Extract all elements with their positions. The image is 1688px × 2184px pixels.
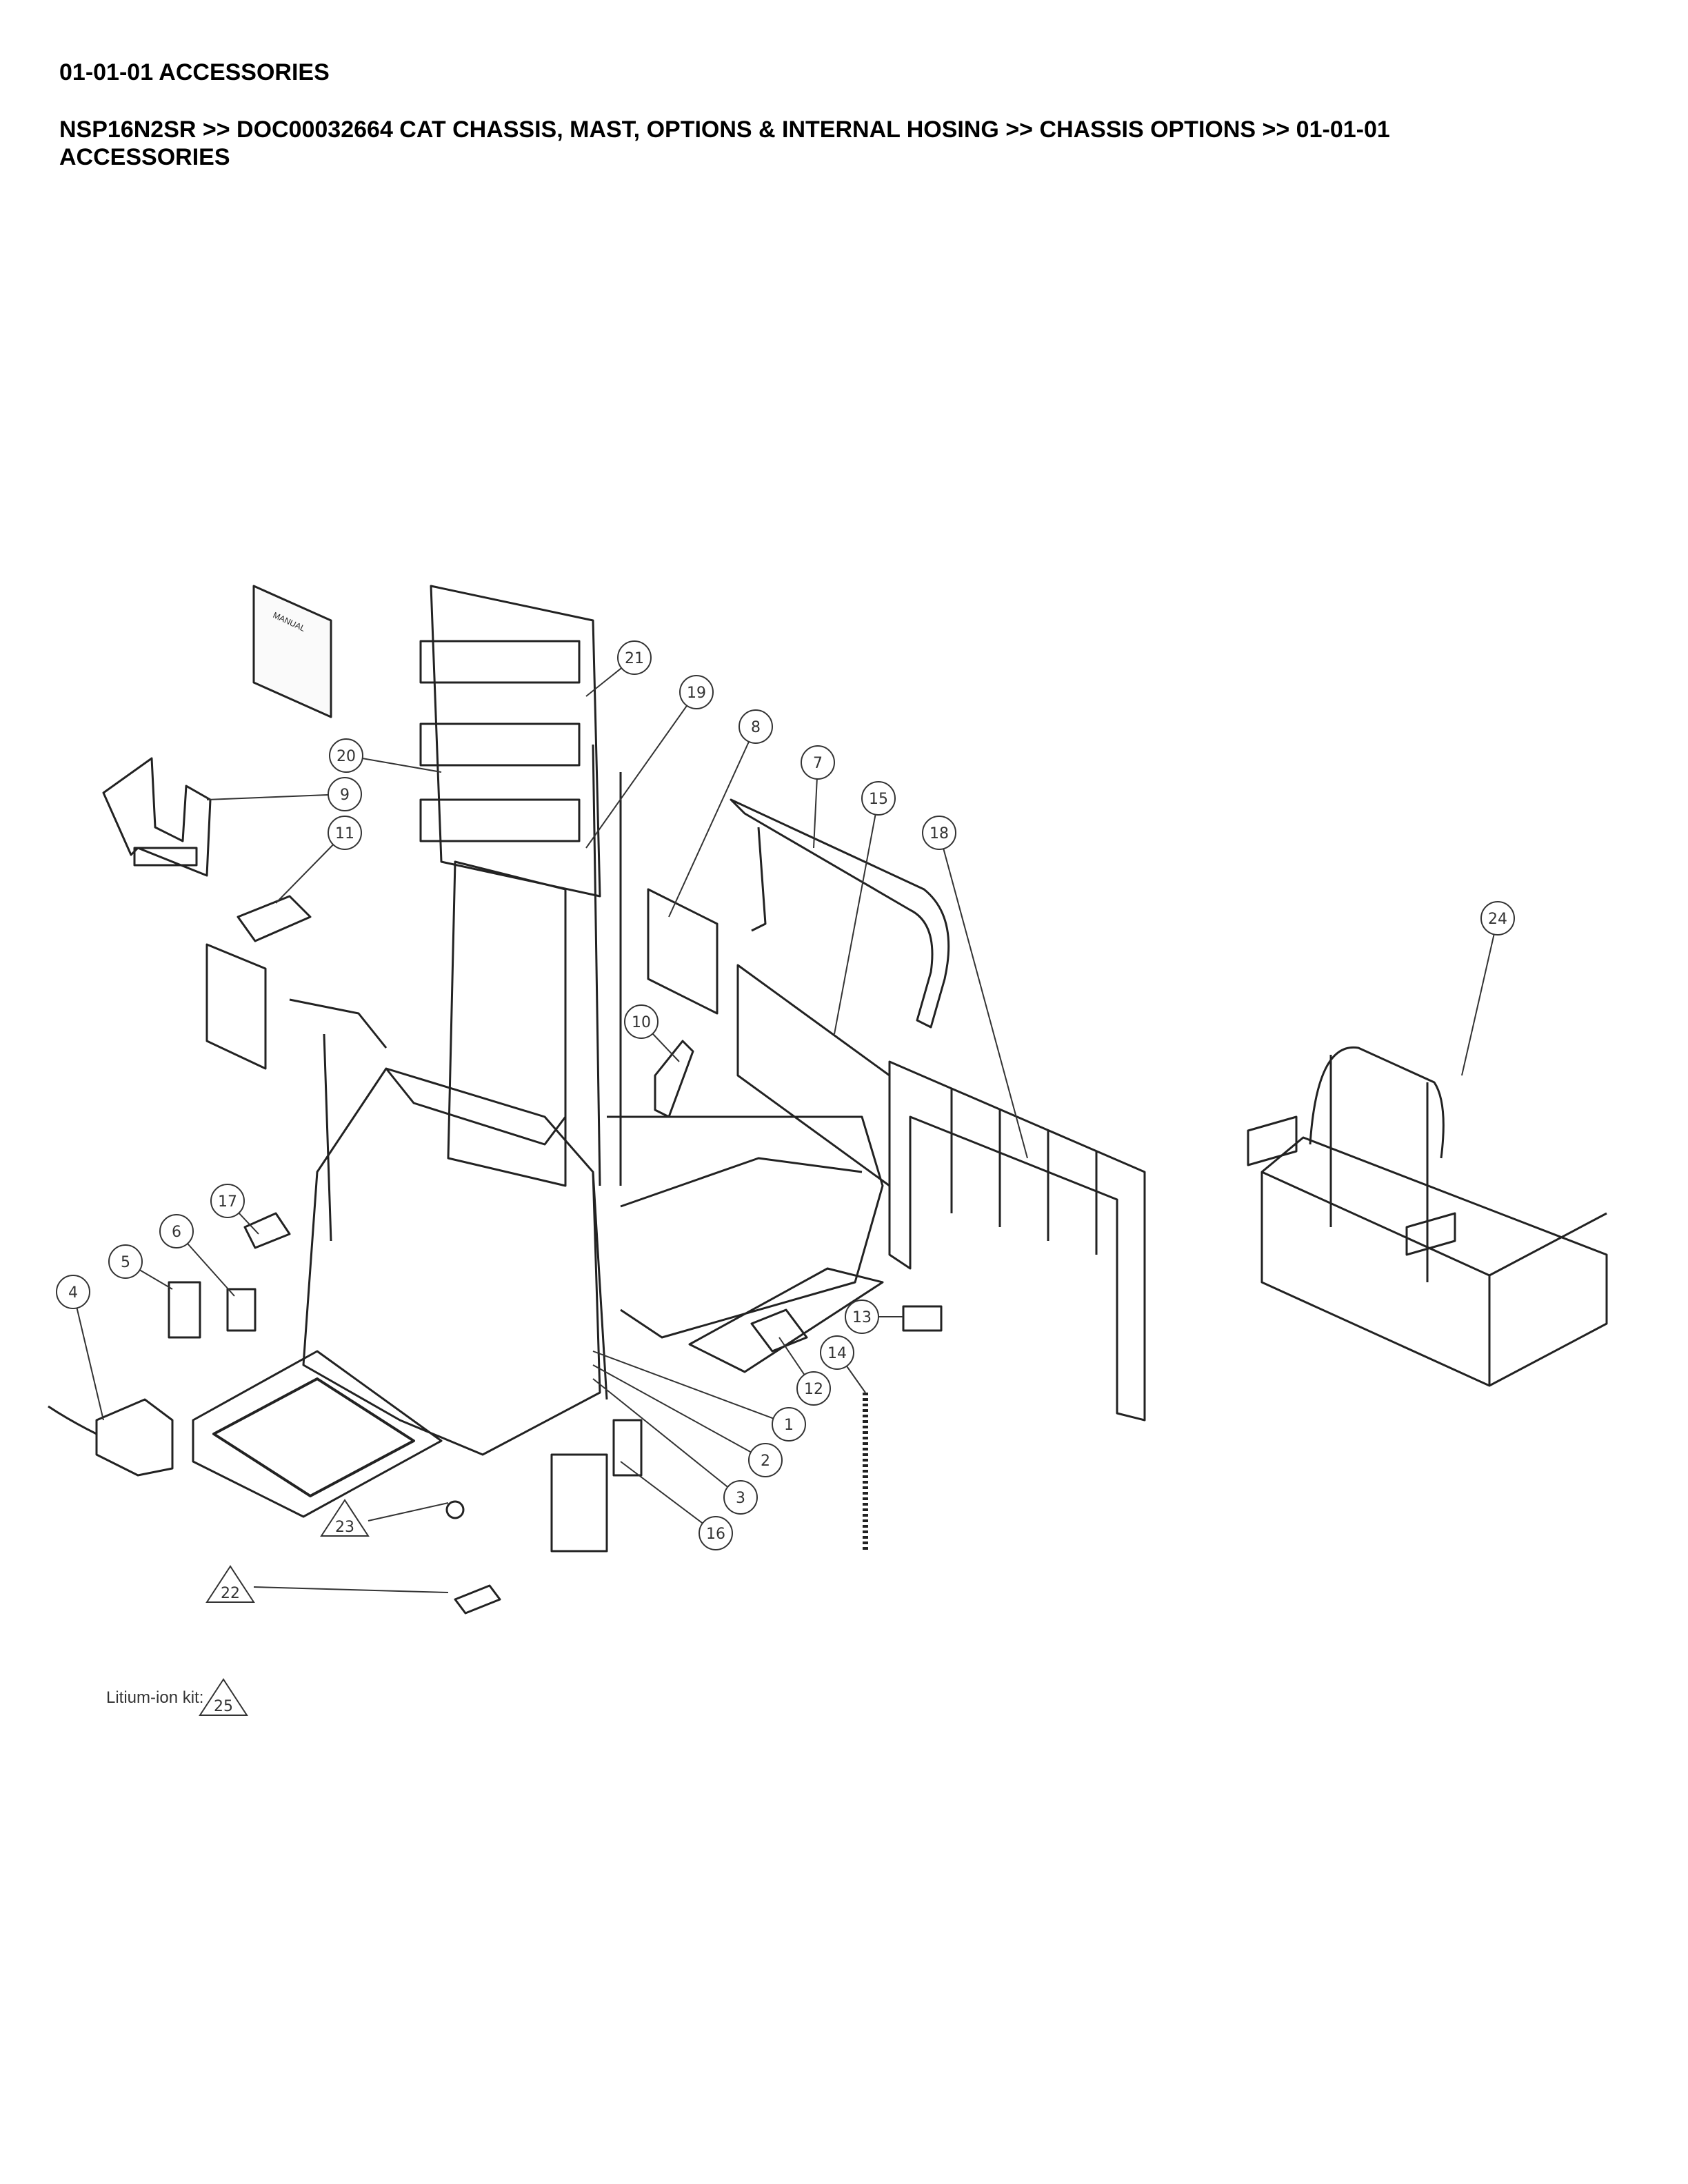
callout-7: 7 <box>801 745 835 780</box>
connector-strip-part <box>237 895 312 942</box>
leader-line-19 <box>585 691 697 849</box>
callout-11: 11 <box>328 816 362 850</box>
sheet-part <box>205 943 267 1070</box>
callout-number: 2 <box>761 1453 770 1470</box>
chassis-frame <box>607 1115 884 1339</box>
callout-14: 14 <box>820 1335 854 1370</box>
switch-part <box>902 1305 943 1332</box>
callout-2: 2 <box>748 1443 783 1477</box>
callout-number: 9 <box>340 787 350 804</box>
callout-17: 17 <box>210 1184 245 1218</box>
leader-line-8 <box>668 726 756 918</box>
callout-10: 10 <box>624 1004 659 1039</box>
callout-6: 6 <box>159 1214 194 1248</box>
truck-drawing: MANUAL <box>48 585 1608 1615</box>
callout-number: 5 <box>121 1254 130 1271</box>
sensor-part-22 <box>454 1584 501 1615</box>
callout-15: 15 <box>861 781 896 816</box>
callout-number: 1 <box>784 1417 794 1434</box>
callout-number: 20 <box>336 748 356 765</box>
callout-21: 21 <box>617 640 652 675</box>
callout-number: 21 <box>625 650 644 667</box>
callout-24: 24 <box>1480 901 1515 936</box>
callout-5: 5 <box>108 1244 143 1279</box>
callout-number: 13 <box>852 1309 872 1326</box>
module-part-17 <box>243 1212 291 1249</box>
callout-number: 14 <box>827 1345 847 1362</box>
leader-line-2 <box>592 1364 766 1461</box>
leader-line-23 <box>368 1502 449 1521</box>
callout-19: 19 <box>679 675 714 709</box>
callout-1: 1 <box>772 1407 806 1442</box>
callout-number: 7 <box>813 755 823 772</box>
module-part-6 <box>226 1288 257 1332</box>
leader-line-1 <box>592 1351 790 1425</box>
platform <box>192 1350 443 1518</box>
callout-number: 3 <box>736 1490 745 1507</box>
callout-number: 8 <box>751 719 761 736</box>
callout-number: 22 <box>221 1585 240 1602</box>
page-title: 01-01-01 ACCESSORIES <box>59 59 330 85</box>
leader-line-24 <box>1461 918 1498 1076</box>
rear-guard <box>888 1060 1146 1422</box>
callout-8: 8 <box>738 709 773 744</box>
callout-number: 25 <box>214 1698 233 1715</box>
side-guard <box>736 964 891 1187</box>
callout-4: 4 <box>56 1275 90 1309</box>
callout-number: 17 <box>218 1193 237 1211</box>
controller-part <box>550 1453 608 1553</box>
clipboard-part <box>647 888 719 1015</box>
sensor-part <box>445 1500 465 1519</box>
callout-number: 16 <box>706 1526 725 1543</box>
bracket-part <box>102 757 212 877</box>
manual-part: MANUAL <box>252 585 332 718</box>
callout-number: 24 <box>1488 911 1507 928</box>
callout-number: 18 <box>930 825 949 842</box>
valve-part <box>612 1419 643 1477</box>
callout-number: 11 <box>335 825 354 842</box>
breadcrumb: NSP16N2SR >> DOC00032664 CAT CHASSIS, MA… <box>59 117 1390 170</box>
truck-body <box>289 998 608 1456</box>
callout-16: 16 <box>699 1516 733 1550</box>
callout-number: 6 <box>172 1224 181 1241</box>
callout-number: 10 <box>632 1014 651 1031</box>
triangle-callout-25: 25 <box>199 1678 248 1716</box>
callout-number: 15 <box>869 791 888 808</box>
callout-20: 20 <box>329 738 363 773</box>
callout-number: 19 <box>687 685 706 702</box>
leader-line-9 <box>206 793 345 800</box>
battery-tray <box>1247 1046 1608 1387</box>
charger-part <box>95 1398 174 1477</box>
triangle-callout-22: 22 <box>205 1565 255 1603</box>
leader-line-3 <box>592 1378 741 1498</box>
leader-line-18 <box>938 832 1028 1159</box>
pedal-part <box>750 1308 808 1353</box>
callout-9: 9 <box>328 777 362 811</box>
callout-13: 13 <box>845 1300 879 1334</box>
leader-line-4 <box>72 1291 104 1421</box>
triangle-callout-23: 23 <box>320 1499 370 1537</box>
handle-bar <box>730 798 950 1029</box>
callout-12: 12 <box>796 1371 831 1406</box>
mast <box>419 585 622 1187</box>
leader-line-22 <box>253 1586 449 1593</box>
callout-number: 12 <box>804 1381 823 1398</box>
bottle-holder <box>654 1040 694 1118</box>
leader-line-16 <box>620 1461 716 1534</box>
leader-line-15 <box>834 798 879 1035</box>
callout-3: 3 <box>723 1480 758 1515</box>
callout-number: 4 <box>68 1284 78 1302</box>
bracket-base <box>133 847 198 867</box>
module-part-5 <box>168 1281 201 1339</box>
callout-number: 23 <box>335 1519 354 1536</box>
callout-18: 18 <box>922 816 956 850</box>
lithium-ion-kit-label: Litium-ion kit: <box>106 1688 204 1707</box>
